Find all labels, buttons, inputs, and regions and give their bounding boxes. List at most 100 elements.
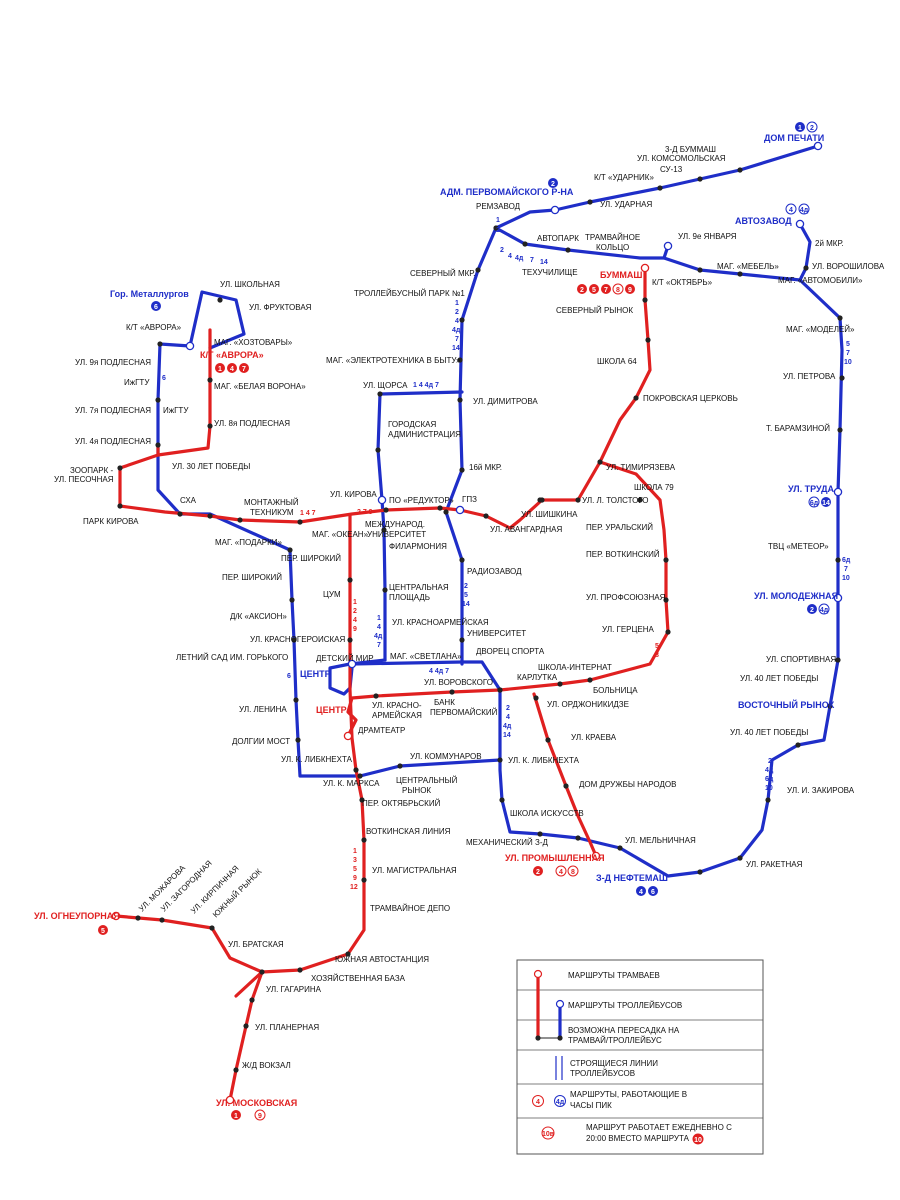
route-number: 9 bbox=[353, 875, 357, 882]
stop-label: БАНК bbox=[434, 698, 455, 707]
legend-box bbox=[516, 959, 764, 1155]
route-badge-label: 9 bbox=[258, 1113, 262, 1120]
legend-peak-trolley-badge bbox=[554, 1095, 566, 1107]
stop-dot bbox=[499, 797, 505, 803]
stop-dot bbox=[633, 395, 639, 401]
route-number: 7 bbox=[377, 642, 381, 649]
stop-dot bbox=[361, 837, 367, 843]
stop-dot bbox=[237, 517, 243, 523]
stop-label: ПЕРВОМАЙСКИЙ bbox=[430, 708, 498, 717]
route-badge bbox=[798, 203, 810, 215]
terminal-marker bbox=[377, 495, 387, 505]
stop-label: ПЕР. ШИРОКИЙ bbox=[222, 573, 282, 582]
stop-label: УЛ. ПЛАНЕРНАЯ bbox=[255, 1023, 319, 1032]
route-number: 10 bbox=[765, 785, 773, 792]
stop-dot bbox=[697, 869, 703, 875]
legend-peak-label: ЧАСЫ ПИК bbox=[570, 1101, 612, 1110]
route-number: 5 bbox=[655, 643, 659, 650]
stop-label: ПЕР. ШИРОКИЙ bbox=[281, 554, 341, 563]
stop-dot bbox=[207, 423, 213, 429]
route-badge bbox=[533, 866, 543, 876]
stop-label: ЦЕНТРАЛЬНАЯ bbox=[389, 583, 449, 592]
stop-label: ЦЕНТРАЛЬНЫЙ bbox=[396, 776, 458, 785]
stop-label: 16й МКР. bbox=[469, 463, 502, 472]
terminal-adm: АДМ. ПЕРВОМАЙСКОГО Р-НА bbox=[440, 186, 574, 197]
terminal-marker bbox=[111, 911, 121, 921]
route-number: 1 bbox=[377, 615, 381, 622]
route-number: 4 bbox=[353, 617, 357, 624]
stop-label: ПЕР. ОКТЯБРЬСКИЙ bbox=[362, 799, 441, 808]
legend-peak-trolley-label: 4д bbox=[556, 1099, 565, 1106]
route-number: 4 bbox=[508, 253, 512, 260]
route-number: 8 bbox=[655, 652, 659, 659]
route-number: 4д bbox=[452, 327, 461, 334]
terminal-avtozavod: АВТОЗАВОД bbox=[735, 216, 792, 226]
stop-dot bbox=[697, 267, 703, 273]
route-number: 5 bbox=[464, 592, 468, 599]
route-badge-label: 5 bbox=[592, 287, 596, 294]
stop-label: МАГ. «СВЕТЛАНА» bbox=[390, 652, 462, 661]
stop-label: МОНТАЖНЫЙ bbox=[244, 498, 299, 507]
stop-dot bbox=[837, 427, 843, 433]
stop-dot bbox=[459, 317, 465, 323]
stop-label: Ж/Д ВОКЗАЛ bbox=[242, 1061, 291, 1070]
terminal-marker bbox=[455, 505, 465, 515]
stop-label: ШКОЛА-ИНТЕРНАТ bbox=[538, 663, 612, 672]
stop-label: ФИЛАРМОНИЯ bbox=[389, 542, 447, 551]
stop-dot bbox=[347, 577, 353, 583]
stop-dot bbox=[663, 557, 669, 563]
terminal-moskovskaya: УЛ. МОСКОВСКАЯ bbox=[216, 1098, 297, 1108]
stop-label: УЛ. МЕЛЬНИЧНАЯ bbox=[625, 836, 696, 845]
stop-label: К/Т «УДАРНИК» bbox=[594, 173, 654, 182]
stop-label: ГПЗ bbox=[462, 495, 477, 504]
route-badge-label: 8 bbox=[616, 287, 620, 294]
stop-label: УЛ. РАКЕТНАЯ bbox=[746, 860, 803, 869]
legend-daily-from-badge bbox=[541, 1126, 555, 1140]
route-badge bbox=[555, 865, 567, 877]
route-badge-label: 4д bbox=[800, 207, 809, 214]
route-badge bbox=[577, 284, 587, 294]
stop-dot bbox=[575, 835, 581, 841]
stop-dot bbox=[295, 737, 301, 743]
stop-dot bbox=[287, 547, 293, 553]
route-number: 7 bbox=[455, 336, 459, 343]
stop-dot bbox=[493, 225, 499, 231]
stop-label: ЮЖНЫЙ РЫНОК bbox=[211, 867, 264, 920]
stop-label: УНИВЕРСИТЕТ bbox=[467, 629, 526, 638]
stop-dot bbox=[697, 176, 703, 182]
tram-line-moskovskaya bbox=[228, 970, 264, 1102]
route-number: 4д bbox=[503, 723, 512, 730]
stop-label: ПАРК КИРОВА bbox=[83, 517, 139, 526]
stop-label: УЛ. ГАГАРИНА bbox=[266, 985, 322, 994]
stop-dot bbox=[457, 357, 463, 363]
stop-label: БОЛЬНИЦА bbox=[593, 686, 638, 695]
route-badge bbox=[636, 886, 646, 896]
stop-dot bbox=[665, 629, 671, 635]
route-number: 10 bbox=[844, 359, 852, 366]
stop-dot bbox=[345, 951, 351, 957]
stop-markers bbox=[111, 141, 845, 1105]
route-number: 4д bbox=[515, 255, 524, 262]
stop-label: ТРАМВАЙНОЕ ДЕПО bbox=[370, 904, 450, 913]
route-badge-label: 4 bbox=[789, 207, 793, 214]
terminal-marker bbox=[663, 241, 673, 251]
stop-dot bbox=[209, 925, 215, 931]
stop-label: СЕВЕРНЫЙ МКР. bbox=[410, 269, 475, 278]
stop-label: ШКОЛА 64 bbox=[597, 357, 637, 366]
stop-label: К/Т «ОКТЯБРЬ» bbox=[652, 278, 713, 287]
terminal-marker bbox=[795, 219, 805, 229]
route-number: 14 bbox=[503, 732, 511, 739]
stop-label: УЛ. 7я ПОДЛЕСНАЯ bbox=[75, 406, 151, 415]
stop-label: УЛ. ВОРОВСКОГО bbox=[424, 678, 493, 687]
route-badge-label: 1 bbox=[234, 1113, 238, 1120]
stop-label: ИжГТУ bbox=[163, 406, 189, 415]
stop-dot bbox=[155, 442, 161, 448]
terminal-bummash: БУММАШ bbox=[600, 270, 642, 280]
stop-dot bbox=[293, 697, 299, 703]
stop-dot bbox=[545, 737, 551, 743]
terminal-marker bbox=[550, 205, 560, 215]
terminal-marker bbox=[343, 731, 353, 741]
stop-dot bbox=[737, 271, 743, 277]
terminal-marker bbox=[185, 341, 195, 351]
route-badge bbox=[808, 496, 820, 508]
